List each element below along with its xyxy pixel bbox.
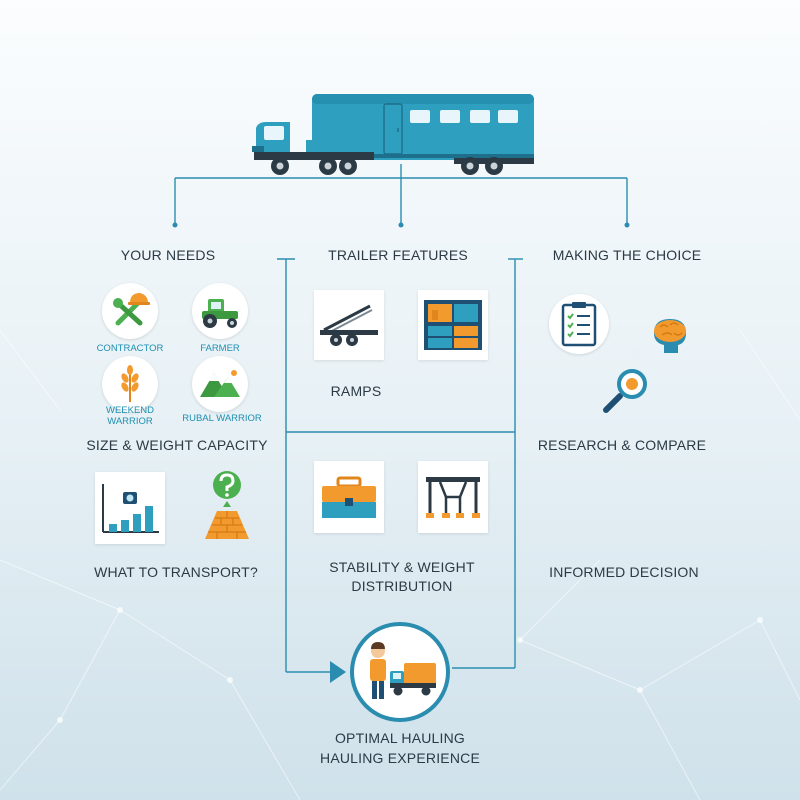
weight-chart-icon: [102, 484, 159, 533]
truck-trailer-illustration: [252, 94, 534, 175]
toolbox-icon: [322, 476, 376, 518]
transport-heading: WHAT TO TRANSPORT?: [94, 564, 258, 580]
tractor-icon: [202, 299, 238, 328]
brain-head-icon: [654, 319, 686, 353]
stabilizer-jack-icon: [426, 477, 480, 518]
question-bricks-icon: [205, 471, 249, 539]
toolbox-card: [314, 461, 384, 533]
storage-cabinet-icon: [424, 300, 482, 350]
features-heading: TRAILER FEATURES: [328, 247, 468, 263]
profile-label-rural: RUBAL WARRIOR: [182, 413, 262, 424]
driver-truck-icon: [370, 642, 436, 699]
stabilizer-card: [418, 461, 488, 533]
capacity-heading: SIZE & WEIGHT CAPACITY: [86, 437, 268, 453]
needs-heading: YOUR NEEDS: [120, 247, 216, 263]
checklist-circle: [549, 294, 609, 354]
choice-heading: MAKING THE CHOICE: [552, 247, 702, 263]
ramps-label: RAMPS: [330, 383, 382, 399]
decision-label: INFORMED DECISION: [549, 564, 699, 580]
wheat-icon: [121, 365, 139, 402]
ramps-card: [314, 290, 384, 360]
wrench-hardhat-icon: [113, 293, 150, 326]
scale-chart-card: [95, 472, 165, 544]
farmer-circle: [192, 283, 248, 339]
outcome-label: OPTIMAL HAULING HAULING EXPERIENCE: [320, 730, 480, 766]
storage-card: [418, 290, 488, 360]
question-bricks-card: [198, 466, 256, 542]
contractor-circle: [102, 283, 158, 339]
magnifier-icon: [603, 369, 647, 413]
research-label: RESEARCH & COMPARE: [537, 437, 707, 453]
profile-label-farmer: FARMER: [200, 343, 240, 354]
stability-label: STABILITY & WEIGHT DISTRIBUTION: [329, 559, 475, 594]
mountain-icon: [200, 370, 240, 397]
profile-label-contractor: CONTRACTOR: [96, 343, 164, 354]
outcome-badge: [350, 622, 450, 722]
profile-label-weekend: WEEKEND WARRIOR: [105, 405, 155, 427]
checklist-icon: [561, 302, 597, 347]
ramp-trailer-icon: [320, 304, 378, 346]
weekend-circle: [102, 356, 158, 412]
rural-circle: [192, 356, 248, 412]
